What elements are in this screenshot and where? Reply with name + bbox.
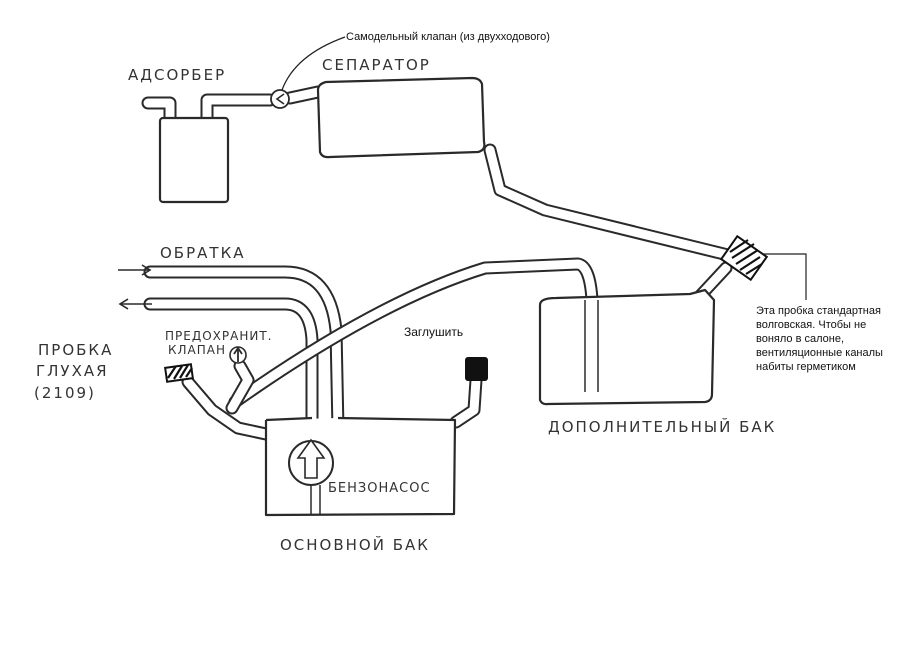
pipe-adsorber-stub: [141, 96, 177, 125]
label-adsorber: АДСОРБЕР: [128, 66, 226, 84]
pipe-return-line: [143, 265, 345, 437]
valve-leader-line: [281, 36, 346, 91]
pipe-separator-extra-tank: [483, 143, 735, 262]
pipes: [141, 85, 735, 447]
pipe-safety-valve: [225, 359, 255, 415]
label-valve-note: Самодельный клапан (из двухходового): [346, 31, 550, 43]
pipe-plug-off: [449, 373, 483, 429]
label-volga-note-3: воняло в салоне,: [756, 333, 844, 345]
adsorber: [158, 116, 230, 204]
blind-plug-icon: [164, 363, 194, 383]
label-volga-note-2: волговская. Чтобы не: [756, 319, 866, 331]
label-blind-plug-3: (2109): [34, 384, 96, 402]
label-separator: СЕПАРАТОР: [322, 56, 431, 74]
label-plug-off: Заглушить: [404, 325, 463, 339]
check-valve-icon: [270, 89, 290, 109]
arrow-left-icon: [118, 298, 152, 310]
pipe-filler-neck: [181, 375, 273, 441]
label-volga-note-4: вентиляционные каналы: [756, 347, 883, 359]
label-volga-note-1: Эта пробка стандартная: [756, 305, 881, 317]
pipe-supply-line: [143, 297, 319, 447]
separator: [316, 76, 486, 159]
label-volga-note-5: набиты герметиком: [756, 361, 856, 373]
extra-tank: [538, 288, 716, 406]
label-blind-plug-2: ГЛУХАЯ: [36, 362, 109, 380]
up-arrow-icon: [296, 438, 326, 479]
plug-off-cap: [465, 357, 488, 381]
label-safety-valve-2: КЛАПАН: [168, 343, 226, 357]
label-extra-tank: ДОПОЛНИТЕЛЬНЫЙ БАК: [548, 417, 776, 436]
volga-note-leader: [762, 253, 807, 300]
label-fuel-pump: БЕНЗОНАСОС: [328, 481, 431, 496]
pipe-main-extra-tank: [228, 257, 599, 409]
label-blind-plug-1: ПРОБКА: [38, 341, 113, 359]
label-return-line: ОБРАТКА: [160, 244, 245, 262]
pipe-adsorber-separator: [200, 85, 325, 125]
safety-valve-icon: [229, 346, 247, 364]
volga-filler-cap-icon: [719, 234, 769, 282]
label-main-tank: ОСНОВНОЙ БАК: [280, 535, 430, 554]
label-safety-valve-1: ПРЕДОХРАНИТ.: [165, 329, 272, 343]
arrow-right-icon: [118, 264, 152, 276]
